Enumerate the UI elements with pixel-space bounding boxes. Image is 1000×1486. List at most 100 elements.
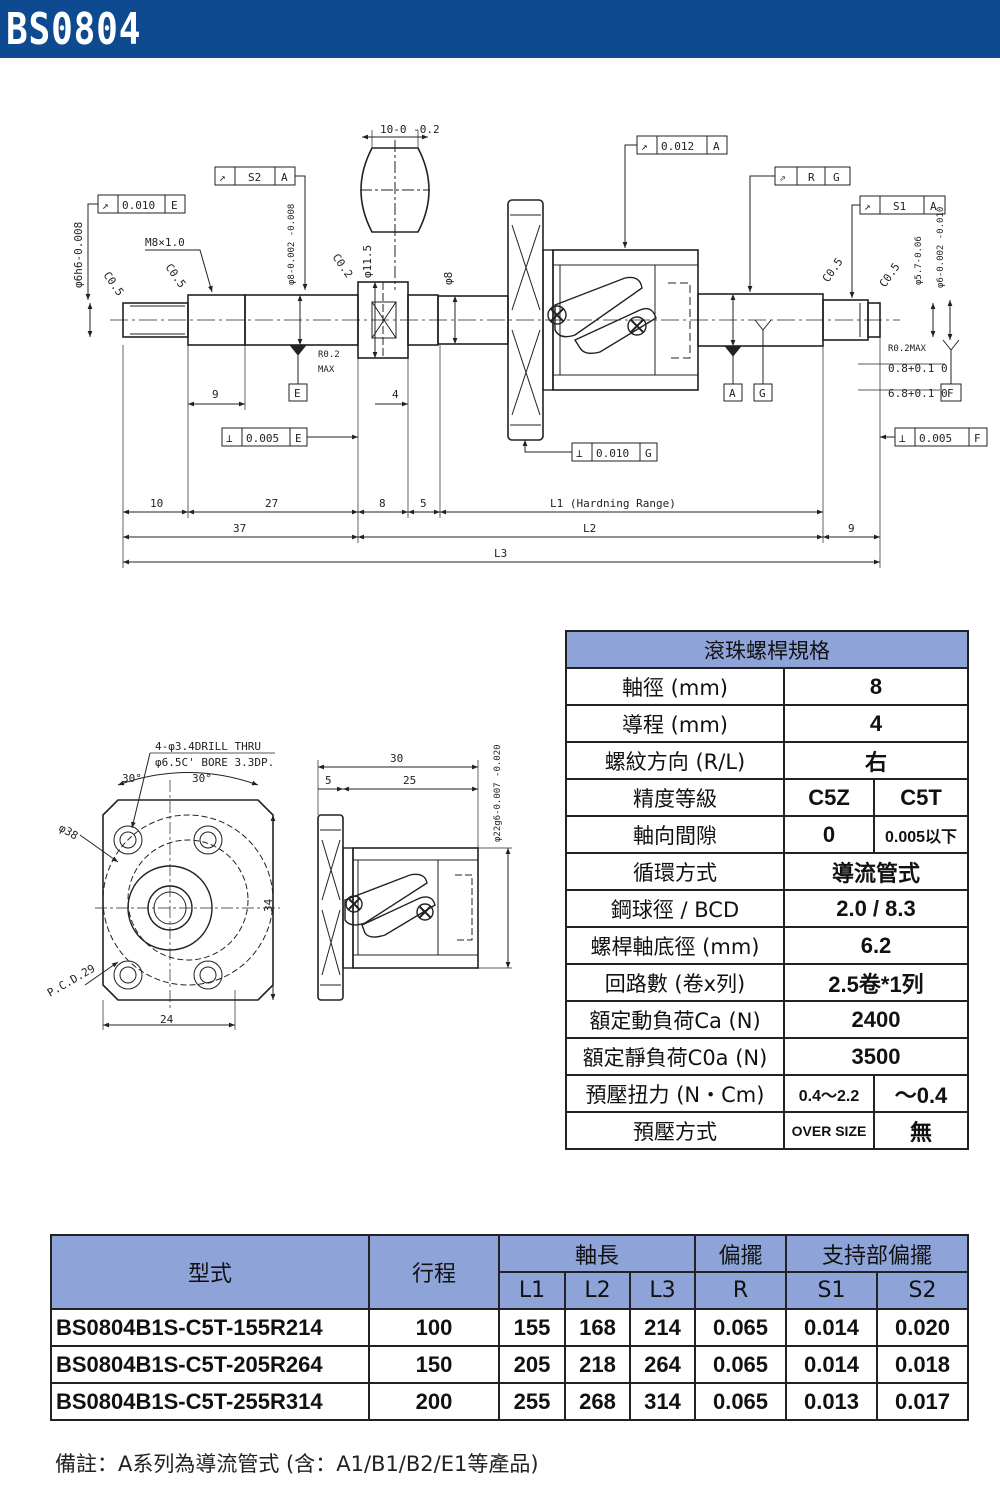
cell-s1: 0.014 [785, 1308, 878, 1347]
spec-value: 2.0 / 8.3 [783, 889, 969, 928]
dim-34: 34 [262, 898, 275, 912]
spec-value: OVER SIZE [783, 1111, 875, 1150]
cell-stroke: 200 [368, 1382, 500, 1421]
dim-25: 25 [403, 774, 416, 787]
spec-label: 預壓扭力 (N・Cm) [565, 1074, 785, 1113]
cell-l1: 255 [498, 1382, 566, 1421]
gt7-val: 0.010 [596, 447, 629, 460]
cell-l3: 314 [629, 1382, 696, 1421]
cell-l3: 214 [629, 1308, 696, 1347]
table-row: BS0804B1S-C5T-205R264 150 205 218 264 0.… [50, 1345, 969, 1384]
gt4-val: R [808, 171, 815, 184]
gt8-ref: F [974, 432, 981, 445]
spec-value: C5Z [783, 778, 875, 817]
spec-label: 回路數 (卷x列) [565, 963, 785, 1002]
col-l1: L1 [498, 1271, 566, 1310]
spec-value: 導流管式 [783, 852, 969, 891]
dim-thread: M8×1.0 [145, 236, 185, 249]
footnote: 備註：A系列為導流管式 (含：A1/B1/B2/E1等產品) [55, 1452, 539, 1476]
dim-c05d: C0.5 [877, 261, 903, 290]
table-row: BS0804B1S-C5T-255R314 200 255 268 314 0.… [50, 1382, 969, 1421]
col-r: R [694, 1271, 787, 1310]
gt5-ref: A [930, 200, 937, 213]
page-title: BS0804 [6, 4, 142, 55]
cell-stroke: 100 [368, 1308, 500, 1347]
page-header: BS0804 [0, 0, 1000, 58]
dim-24: 24 [160, 1013, 174, 1026]
spec-value: 0.005以下 [873, 815, 969, 854]
datum-g: G [759, 387, 766, 400]
gt3-sym: ↗ [641, 140, 648, 153]
cell-stroke: 150 [368, 1345, 500, 1384]
spec-label: 精度等級 [565, 778, 785, 817]
dim-38: φ38 [57, 821, 81, 842]
dim-r02b: R0.2MAX [888, 344, 927, 354]
dim-30: 30 [390, 752, 403, 765]
dim-5: 5 [420, 497, 427, 510]
gt6-ref: E [295, 432, 302, 445]
dim-phi6b: φ6-0.002 -0.010 [936, 207, 946, 288]
gt8-sym: ⊥ [899, 432, 906, 445]
cell-s2: 0.017 [876, 1382, 969, 1421]
dim-phi57: φ5.7-0.06 [914, 236, 924, 285]
table-row: BS0804B1S-C5T-155R214 100 155 168 214 0.… [50, 1308, 969, 1347]
col-shaft-len: 軸長 [498, 1234, 696, 1273]
col-s2: S2 [876, 1271, 969, 1310]
dim-width10: 10-0 -0.2 [380, 123, 440, 136]
spec-label: 預壓方式 [565, 1111, 785, 1150]
gt8-val: 0.005 [919, 432, 952, 445]
spec-label: 額定靜負荷C0a (N) [565, 1037, 785, 1076]
gt6-sym: ⊥ [226, 432, 233, 445]
dim-phi22: φ22g6-0.007 -0.020 [493, 744, 503, 842]
technical-drawing: φ6h6-0.008 M8×1.0 C0.5 C0.5 C0.2 C0.5 C0… [45, 123, 988, 1030]
spec-value: 無 [873, 1111, 969, 1150]
datum-f: F [947, 387, 954, 400]
dim-ang2: 30° [192, 772, 212, 785]
col-stroke: 行程 [368, 1234, 500, 1310]
dim-l2: L2 [583, 522, 596, 535]
spec-value: 右 [783, 741, 969, 780]
gt5-val: S1 [893, 200, 906, 213]
cell-model: BS0804B1S-C5T-255R314 [50, 1382, 370, 1421]
dim-c05c: C0.5 [820, 256, 846, 285]
spec-label: 螺桿軸底徑 (mm) [565, 926, 785, 965]
spec-value: 8 [783, 667, 969, 706]
gt6-val: 0.005 [246, 432, 279, 445]
dim-c02: C0.2 [330, 251, 356, 280]
cell-l3: 264 [629, 1345, 696, 1384]
col-l3: L3 [629, 1271, 696, 1310]
dim-l3: L3 [494, 547, 507, 560]
spec-label: 導程 (mm) [565, 704, 785, 743]
gt1-val: 0.010 [122, 199, 155, 212]
spec-value: C5T [873, 778, 969, 817]
dim-27: 27 [265, 497, 278, 510]
gt1-sym: ↗ [102, 199, 109, 212]
cell-r: 0.065 [694, 1308, 787, 1347]
col-s1: S1 [785, 1271, 878, 1310]
gt5-sym: ↗ [864, 200, 871, 213]
dim-5b: 5 [325, 774, 332, 787]
dim-l1: L1 (Hardning Range) [550, 497, 676, 510]
dim-4: 4 [392, 388, 399, 401]
dim-08: 0.8+0.1 0 [888, 362, 948, 375]
gt3-val: 0.012 [661, 140, 694, 153]
col-support-runout: 支持部偏擺 [785, 1234, 969, 1273]
dim-c05a: C0.5 [101, 269, 127, 298]
spec-value: 0 [783, 815, 875, 854]
cell-s2: 0.018 [876, 1345, 969, 1384]
cell-r: 0.065 [694, 1382, 787, 1421]
spec-value: 2400 [783, 1000, 969, 1039]
cell-s2: 0.020 [876, 1308, 969, 1347]
gt3-ref: A [713, 140, 720, 153]
cell-l2: 268 [564, 1382, 631, 1421]
dim-37: 37 [233, 522, 246, 535]
dim-drill2: φ6.5C' BORE 3.3DP. [155, 756, 274, 769]
spec-label: 鋼球徑 / BCD [565, 889, 785, 928]
dim-10: 10 [150, 497, 163, 510]
dim-phi8b: φ8 [442, 272, 455, 285]
cell-l1: 205 [498, 1345, 566, 1384]
gt4-ref: G [833, 171, 840, 184]
spec-label: 軸向間隙 [565, 815, 785, 854]
models-table: 型式 行程 軸長 偏擺 支持部偏擺 L1 L2 L3 R S1 S2 BS080… [50, 1234, 969, 1421]
gt2-ref: A [281, 171, 288, 184]
